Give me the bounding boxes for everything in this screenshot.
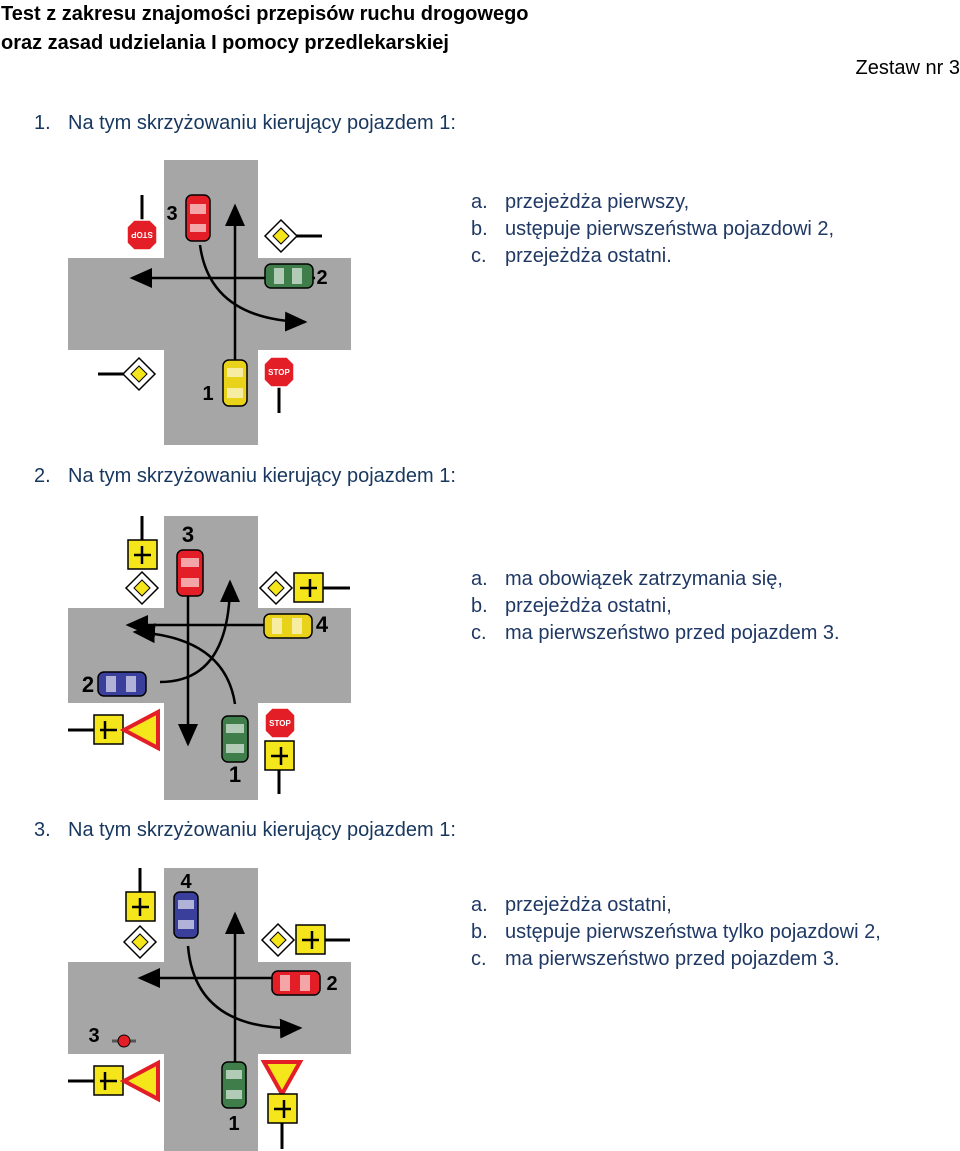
set-number: Zestaw nr 3: [855, 57, 960, 79]
question-text: Na tym skrzyżowaniu kierujący pojazdem 1…: [68, 112, 456, 134]
priority-road-sign-icon: [260, 922, 296, 958]
vehicle-label: 1: [202, 383, 213, 405]
priority-shape-plate-icon: [295, 924, 350, 955]
answer-text: przejeżdża pierwszy,: [505, 191, 690, 213]
answer-c[interactable]: c. ma pierwszeństwo przed pojazdem 3.: [471, 620, 840, 647]
arrow-icon: [198, 244, 308, 332]
vehicle-label: 2: [82, 672, 94, 697]
answers-2: a. ma obowiązek zatrzymania się, b. przeje…: [471, 566, 840, 647]
car-icon: [222, 359, 248, 407]
vehicle-label: 1: [229, 762, 241, 787]
title-line-1: Test z zakresu znajomości przepisów ruch…: [1, 3, 529, 25]
vehicle-label: 2: [326, 973, 337, 995]
bicycle-icon: [112, 1034, 136, 1048]
answer-letter: c.: [471, 622, 487, 644]
stop-sign-text: STOP: [268, 368, 290, 377]
car-icon: [271, 970, 321, 996]
answers-1: a. przejeżdża pierwszy, b. ustępuje pierws…: [471, 189, 834, 270]
vehicle-label: 2: [316, 267, 327, 289]
priority-road-sign-icon: [124, 570, 160, 606]
answers-3: a. przejeżdża ostatni, b. ustępuje pierwsz…: [471, 892, 881, 973]
document-title: Test z zakresu znajomości przepisów ruch…: [1, 0, 529, 58]
question-2: 2. Na tym skrzyżowaniu kierujący pojazdem…: [34, 464, 456, 488]
car-icon: [173, 891, 199, 939]
arrow-icon: [186, 945, 303, 1039]
road: [68, 516, 351, 800]
priority-road-sign-icon: [258, 570, 294, 606]
answer-text: ustępuje pierwszeństwa tylko pojazdowi 2…: [505, 921, 881, 943]
priority-road-sign-icon: [122, 924, 158, 960]
answer-a[interactable]: a. przejeżdża pierwszy,: [471, 189, 834, 216]
car-icon: [185, 194, 211, 242]
question-number: 3.: [34, 819, 51, 841]
answer-letter: b.: [471, 218, 488, 240]
question-number: 1.: [34, 112, 51, 134]
answer-b[interactable]: b. ustępuje pierwszeństwa pojazdowi 2,: [471, 216, 834, 243]
priority-shape-plate-icon: [293, 572, 350, 603]
title-line-2: oraz zasad udzielania I pomocy przedleka…: [1, 32, 449, 54]
yield-sign-icon: [119, 1059, 160, 1103]
answer-text: ma pierwszeństwo przed pojazdem 3.: [505, 948, 840, 970]
priority-road-sign-icon: [98, 356, 157, 392]
answer-text: przejeżdża ostatni,: [505, 894, 672, 916]
yield-sign-icon: [260, 1060, 304, 1099]
priority-shape-plate-icon: [68, 714, 124, 745]
car-icon: [221, 1061, 247, 1109]
vehicle-label: 3: [88, 1025, 99, 1047]
question-text: Na tym skrzyżowaniu kierujący pojazdem 1…: [68, 465, 456, 487]
answer-letter: b.: [471, 921, 488, 943]
stop-sign-icon: STOP: [264, 707, 296, 739]
car-icon: [264, 263, 314, 289]
answer-text: ustępuje pierwszeństwa pojazdowi 2,: [505, 218, 835, 240]
answer-text: ma obowiązek zatrzymania się,: [505, 568, 783, 590]
road: [68, 868, 351, 1151]
car-icon: [263, 613, 313, 639]
priority-shape-plate-icon: [264, 740, 295, 794]
answer-c[interactable]: c. ma pierwszeństwo przed pojazdem 3.: [471, 946, 881, 973]
yield-sign-icon: [119, 708, 160, 752]
priority-road-sign-icon: [263, 218, 322, 254]
answer-letter: a.: [471, 568, 488, 590]
answer-text: ma pierwszeństwo przed pojazdem 3.: [505, 622, 840, 644]
question-text: Na tym skrzyżowaniu kierujący pojazdem 1…: [68, 819, 456, 841]
intersection-diagram-1: STOP 3 2 1 STOP: [68, 160, 351, 445]
priority-shape-plate-icon: [127, 516, 158, 570]
stop-sign-icon: STOP: [126, 195, 158, 251]
priority-shape-plate-icon: [267, 1093, 298, 1149]
answer-letter: a.: [471, 894, 488, 916]
answer-b[interactable]: b. przejeżdża ostatni,: [471, 593, 840, 620]
question-3: 3. Na tym skrzyżowaniu kierujący pojazdem…: [34, 818, 456, 842]
arrow-icon: [132, 623, 237, 705]
intersection-diagram-2: 3 4 2 1 STOP: [68, 516, 351, 800]
stop-sign-icon: STOP: [263, 356, 295, 413]
priority-shape-plate-icon: [68, 1065, 124, 1096]
answer-b[interactable]: b. ustępuje pierwszeństwa tylko pojazdowi…: [471, 919, 881, 946]
car-icon: [221, 715, 249, 763]
vehicle-label: 3: [182, 522, 194, 547]
answer-letter: c.: [471, 245, 487, 267]
answer-letter: a.: [471, 191, 488, 213]
car-icon: [176, 549, 204, 597]
answer-a[interactable]: a. ma obowiązek zatrzymania się,: [471, 566, 840, 593]
answer-text: przejeżdża ostatni.: [505, 245, 672, 267]
question-1: 1. Na tym skrzyżowaniu kierujący pojazdem…: [34, 111, 456, 135]
vehicle-label: 4: [180, 871, 192, 893]
priority-shape-plate-icon: [125, 868, 156, 922]
car-icon: [97, 671, 147, 697]
vehicle-label: 3: [166, 203, 177, 225]
question-number: 2.: [34, 465, 51, 487]
vehicle-label: 1: [228, 1113, 239, 1135]
answer-letter: c.: [471, 948, 487, 970]
answer-text: przejeżdża ostatni,: [505, 595, 672, 617]
stop-sign-text: STOP: [269, 719, 291, 728]
intersection-diagram-3: 4 2 3 1: [68, 868, 351, 1151]
stop-sign-text: STOP: [131, 230, 153, 239]
answer-a[interactable]: a. przejeżdża ostatni,: [471, 892, 881, 919]
answer-letter: b.: [471, 595, 488, 617]
vehicle-label: 4: [316, 612, 329, 637]
answer-c[interactable]: c. przejeżdża ostatni.: [471, 243, 834, 270]
